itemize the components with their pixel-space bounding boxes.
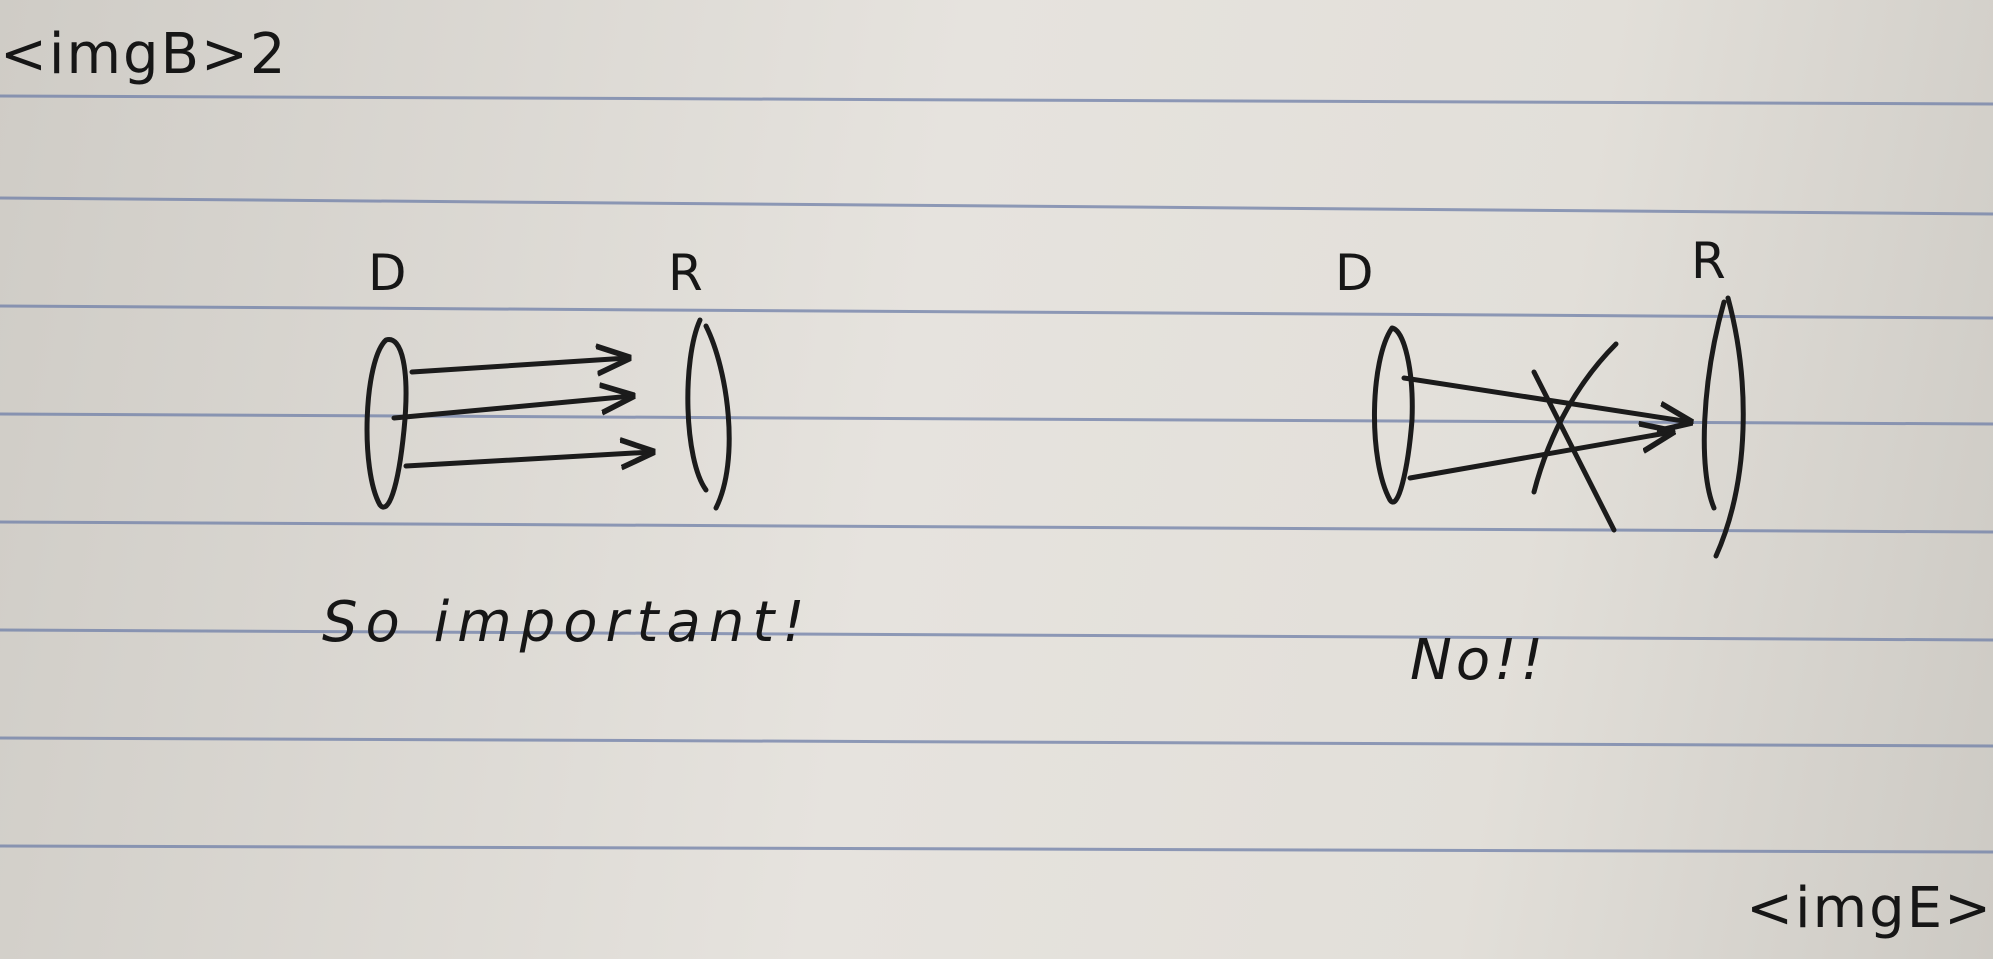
rule-line (0, 628, 1993, 642)
rule-line (0, 304, 1993, 320)
cross-out-stroke (1531, 369, 1617, 533)
left-diagram-caption: So important! (322, 590, 813, 655)
range-oval-left-arc (685, 317, 709, 493)
mapping-arrow (409, 358, 628, 372)
rule-line (0, 844, 1993, 854)
range-oval-right-arc (1713, 295, 1746, 559)
image-end-marker: <imgE> (1746, 876, 1993, 941)
ruled-lines (0, 94, 1993, 854)
rule-line (0, 520, 1993, 534)
domain-oval (1372, 325, 1415, 505)
rule-line (0, 412, 1993, 426)
range-oval-left-arc (1701, 299, 1727, 511)
right-diagram-caption: No!! (1410, 628, 1548, 693)
right-mapping-diagram (1372, 295, 1746, 559)
mapping-arrow (403, 452, 652, 466)
domain-label: D (1335, 244, 1374, 302)
cross-out-stroke (1531, 341, 1619, 495)
range-oval-right-arc (703, 323, 732, 511)
rule-line (0, 736, 1993, 748)
domain-oval (364, 337, 409, 510)
rule-line (0, 94, 1993, 106)
mapping-arrow (391, 396, 632, 421)
range-label: R (1691, 232, 1726, 290)
image-begin-marker: <imgB>2 (0, 22, 288, 87)
rule-line (0, 196, 1993, 216)
left-mapping-diagram (364, 317, 732, 511)
domain-label: D (368, 244, 407, 302)
range-label: R (668, 244, 703, 302)
mapping-arrow (1407, 432, 1672, 481)
